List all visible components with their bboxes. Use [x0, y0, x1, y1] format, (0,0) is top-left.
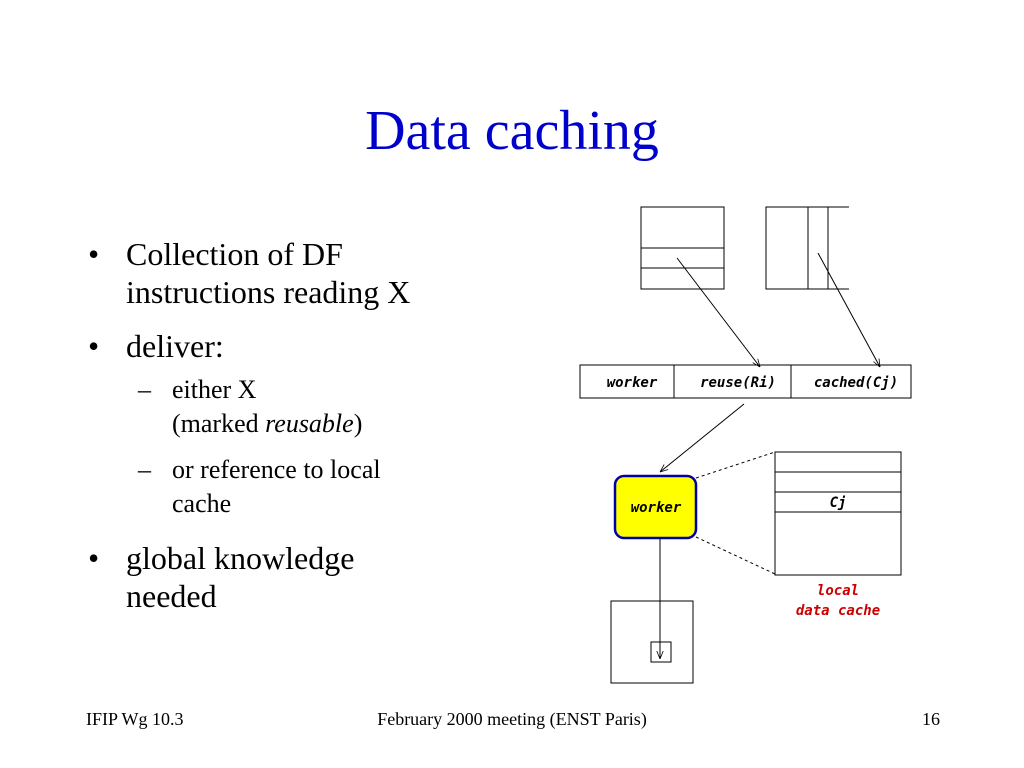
- bullet-list: • Collection of DF instructions reading …: [86, 235, 516, 631]
- bullet-text: global knowledge: [126, 540, 355, 576]
- dashed-connector: [695, 536, 776, 575]
- token-worker-field: worker: [607, 375, 658, 391]
- dash-icon: –: [138, 375, 151, 404]
- dash-icon: –: [138, 455, 151, 484]
- reusable-emphasis: reusable: [265, 409, 354, 438]
- slide-title: Data caching: [365, 100, 659, 162]
- output-box: [610, 600, 694, 684]
- arrow: [676, 257, 760, 367]
- token-cached-field: cached(Cj): [814, 375, 898, 391]
- sub-bullet-text: or reference to local: [172, 455, 381, 484]
- bullet-item: • deliver:: [86, 327, 516, 365]
- arrow: [817, 252, 880, 367]
- sub-bullet-text: (marked reusable): [172, 407, 516, 441]
- token-record: worker reuse(Ri) cached(Cj): [579, 364, 912, 399]
- sub-bullet-item: – or reference to local cache: [86, 453, 516, 521]
- dashed-connector: [695, 451, 776, 479]
- cache-caption: data cache: [796, 603, 880, 619]
- bullet-dot-icon: •: [88, 328, 100, 364]
- arrow: [660, 403, 745, 472]
- sub-bullet-item: – either X (marked reusable): [86, 373, 516, 441]
- cached-table: [765, 206, 849, 290]
- cache-caption: local: [817, 583, 859, 599]
- sub-bullet-text: cache: [172, 489, 232, 518]
- bullet-item: • Collection of DF instructions reading …: [86, 235, 516, 311]
- bullet-text: instructions reading X: [126, 274, 411, 310]
- bullet-item: • global knowledge needed: [86, 539, 516, 615]
- sub-bullet-text-part: (marked: [172, 409, 266, 438]
- reuse-table: [640, 206, 725, 290]
- sub-bullet-text: either X: [172, 375, 257, 404]
- page-number: 16: [922, 709, 940, 729]
- token-reuse-field: reuse(Ri): [700, 375, 776, 391]
- bullet-text: needed: [126, 578, 217, 614]
- footer-center: February 2000 meeting (ENST Paris): [377, 709, 647, 729]
- worker-label: worker: [631, 500, 682, 516]
- worker-box: worker: [613, 474, 698, 540]
- footer-left: IFIP Wg 10.3: [86, 709, 184, 729]
- bullet-text: Collection of DF: [126, 236, 343, 272]
- bullet-text: deliver:: [126, 328, 224, 364]
- local-cache-table: [774, 451, 902, 576]
- cache-entry-label: Cj: [830, 495, 847, 511]
- bullet-dot-icon: •: [88, 540, 100, 576]
- bullet-dot-icon: •: [88, 236, 100, 272]
- sub-bullet-text-part: ): [353, 409, 363, 438]
